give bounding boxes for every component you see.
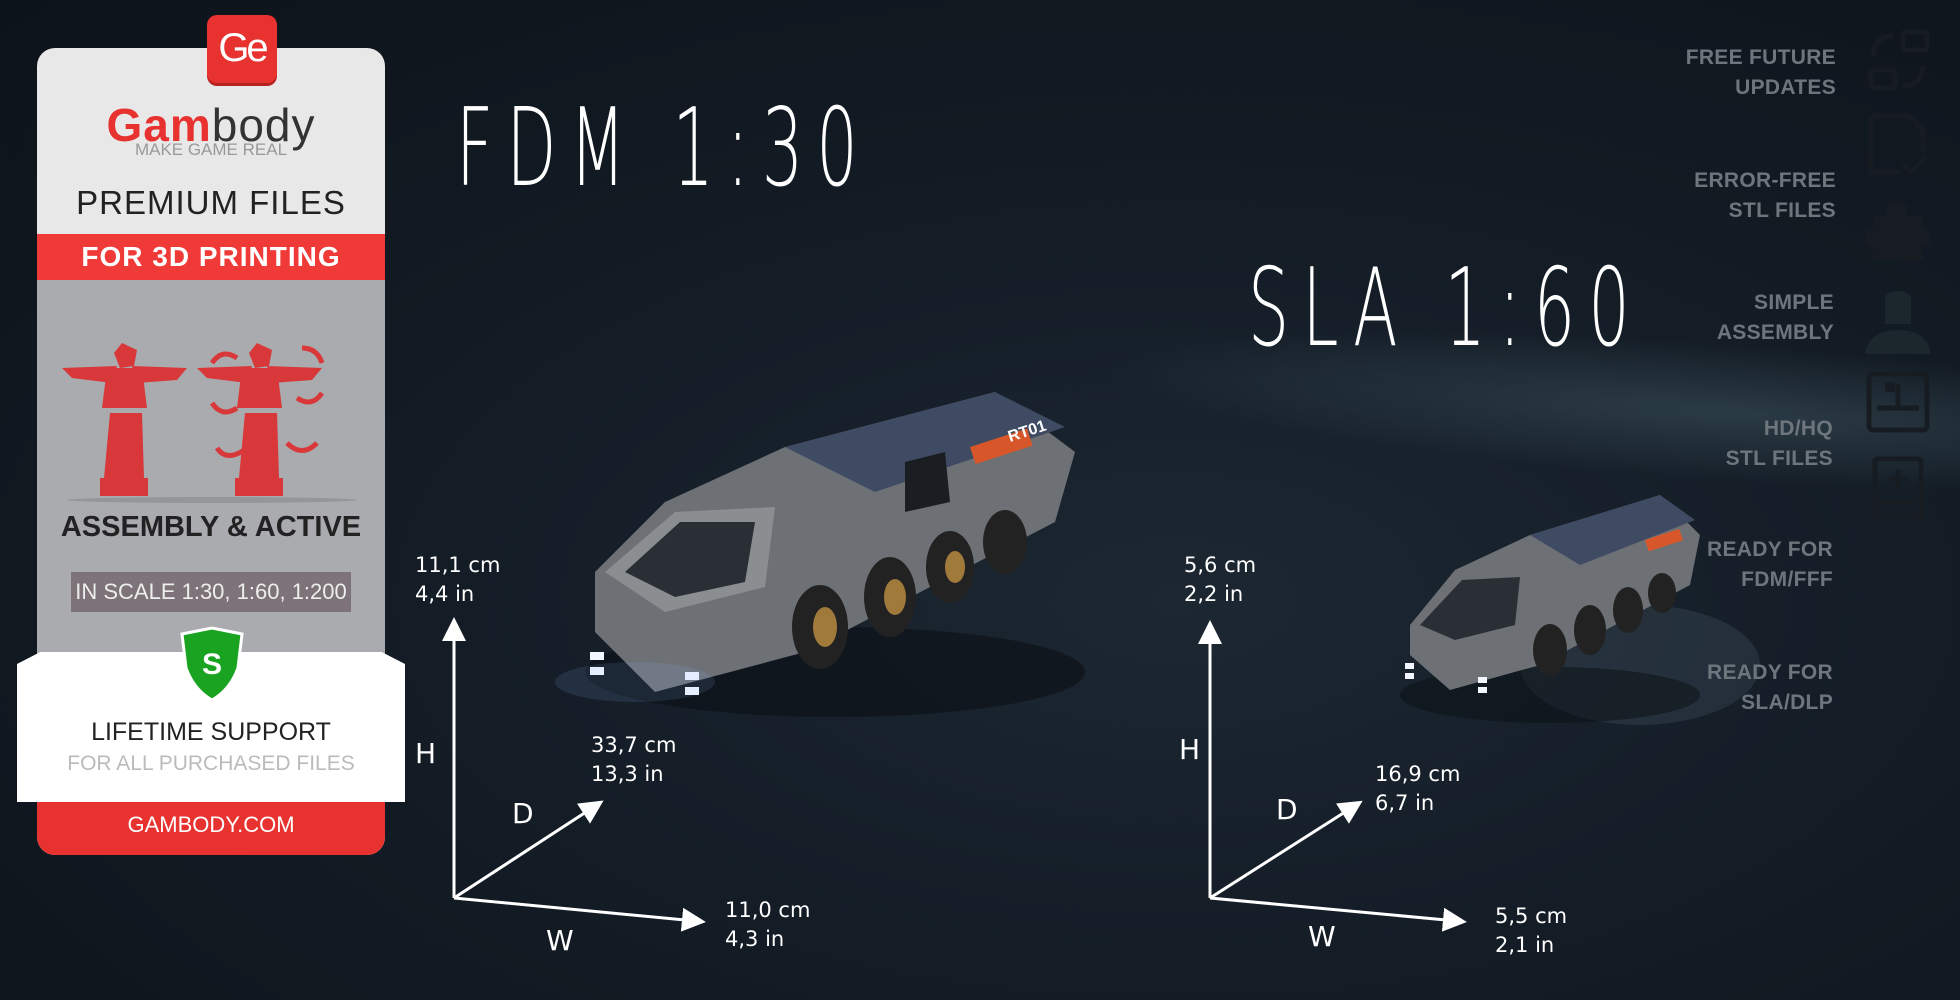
feature-sla: READY FOR SLA/DLP xyxy=(1707,658,1833,718)
feature-line: ERROR-FREE xyxy=(1694,169,1836,192)
fdm-height-values: 11,1 cm 4,4 in xyxy=(415,551,500,609)
sla-depth-arrow xyxy=(1209,800,1363,900)
sla-width-cm: 5,5 cm xyxy=(1495,904,1568,928)
brand-dark: body xyxy=(211,99,316,151)
feature-line: READY FOR xyxy=(1707,661,1833,684)
brand-red: Gam xyxy=(106,99,212,151)
feature-free-updates: FREE FUTURE UPDATES xyxy=(1686,43,1836,103)
feature-simple-assembly: SIMPLE ASSEMBLY xyxy=(1717,288,1834,348)
sla-depth-values: 16,9 cm 6,7 in xyxy=(1375,760,1460,818)
feature-line: STL FILES xyxy=(1728,199,1836,222)
sla-printer-icon xyxy=(1872,456,1924,520)
fdm-depth-in: 13,3 in xyxy=(591,762,664,786)
fdm-width-values: 11,0 cm 4,3 in xyxy=(725,896,810,954)
sla-width-arrow xyxy=(1209,896,1467,932)
fdm-depth-values: 33,7 cm 13,3 in xyxy=(591,731,676,789)
gambody-logo-badge: Ge xyxy=(207,15,277,83)
sla-width-values: 5,5 cm 2,1 in xyxy=(1495,902,1567,960)
sla-d-label: D xyxy=(1276,793,1298,826)
fdm-h-label: H xyxy=(415,737,437,770)
shield-letter: S xyxy=(202,648,222,681)
feature-line: READY FOR xyxy=(1707,538,1833,561)
assembly-figures-icon xyxy=(62,343,357,503)
fdm-scale-title: FDM 1:30 xyxy=(456,86,871,211)
shield-icon: S xyxy=(180,626,244,702)
feature-line: STL FILES xyxy=(1725,447,1833,470)
fdm-printer-icon xyxy=(1866,371,1930,433)
feature-line: FREE FUTURE xyxy=(1685,46,1836,69)
sla-depth-cm: 16,9 cm xyxy=(1375,762,1461,786)
puzzle-icon xyxy=(1865,202,1931,260)
brand-logo-text: Gambody xyxy=(37,98,385,152)
feature-fdm: READY FOR FDM/FFF xyxy=(1707,535,1833,595)
fdm-w-label: W xyxy=(546,924,574,957)
fdm-width-cm: 11,0 cm xyxy=(725,898,811,922)
tagline: MAKE GAME REAL xyxy=(134,140,288,159)
lifetime-support-subtitle: FOR ALL PURCHASED FILES xyxy=(67,752,355,775)
sla-scale-title: SLA 1:60 xyxy=(1248,246,1643,371)
vehicle-model-small xyxy=(1400,495,1760,725)
assembly-active-heading: ASSEMBLY & ACTIVE xyxy=(60,511,362,543)
fdm-height-in: 4,4 in xyxy=(415,582,475,606)
lifetime-support-title: LIFETIME SUPPORT xyxy=(91,718,331,746)
feature-line: SIMPLE xyxy=(1754,291,1834,314)
feature-line: FDM/FFF xyxy=(1741,568,1833,591)
feature-hd-hq: HD/HQ STL FILES xyxy=(1726,414,1833,474)
fdm-height-cm: 11,1 cm xyxy=(415,553,501,577)
sla-width-in: 2,1 in xyxy=(1495,933,1555,957)
premium-files-heading: PREMIUM FILES xyxy=(76,184,346,221)
vehicle-model-large: RT01 xyxy=(555,392,1085,717)
sla-h-label: H xyxy=(1179,733,1201,766)
for-3d-printing-banner: FOR 3D PRINTING xyxy=(37,234,385,280)
sla-depth-in: 6,7 in xyxy=(1375,791,1435,815)
fdm-depth-cm: 33,7 cm xyxy=(591,733,677,757)
fdm-d-label: D xyxy=(512,797,534,830)
helmet-bust-icon xyxy=(1865,291,1931,354)
fdm-width-in: 4,3 in xyxy=(725,927,785,951)
sla-height-cm: 5,6 cm xyxy=(1184,553,1257,577)
feature-line: UPDATES xyxy=(1735,76,1836,99)
file-check-icon xyxy=(1868,113,1929,176)
update-arrows-icon xyxy=(1868,29,1930,91)
feature-line: SLA/DLP xyxy=(1741,691,1833,714)
fdm-depth-arrow xyxy=(453,800,604,900)
feature-error-free: ERROR-FREE STL FILES xyxy=(1694,166,1836,226)
sla-height-in: 2,2 in xyxy=(1184,582,1244,606)
sla-w-label: W xyxy=(1308,920,1336,953)
feature-line: HD/HQ xyxy=(1763,417,1833,440)
sla-height-values: 5,6 cm 2,2 in xyxy=(1184,551,1256,609)
feature-line: ASSEMBLY xyxy=(1716,321,1834,344)
fdm-width-arrow xyxy=(453,896,706,932)
scale-badge: IN SCALE 1:30, 1:60, 1:200 xyxy=(71,572,351,612)
